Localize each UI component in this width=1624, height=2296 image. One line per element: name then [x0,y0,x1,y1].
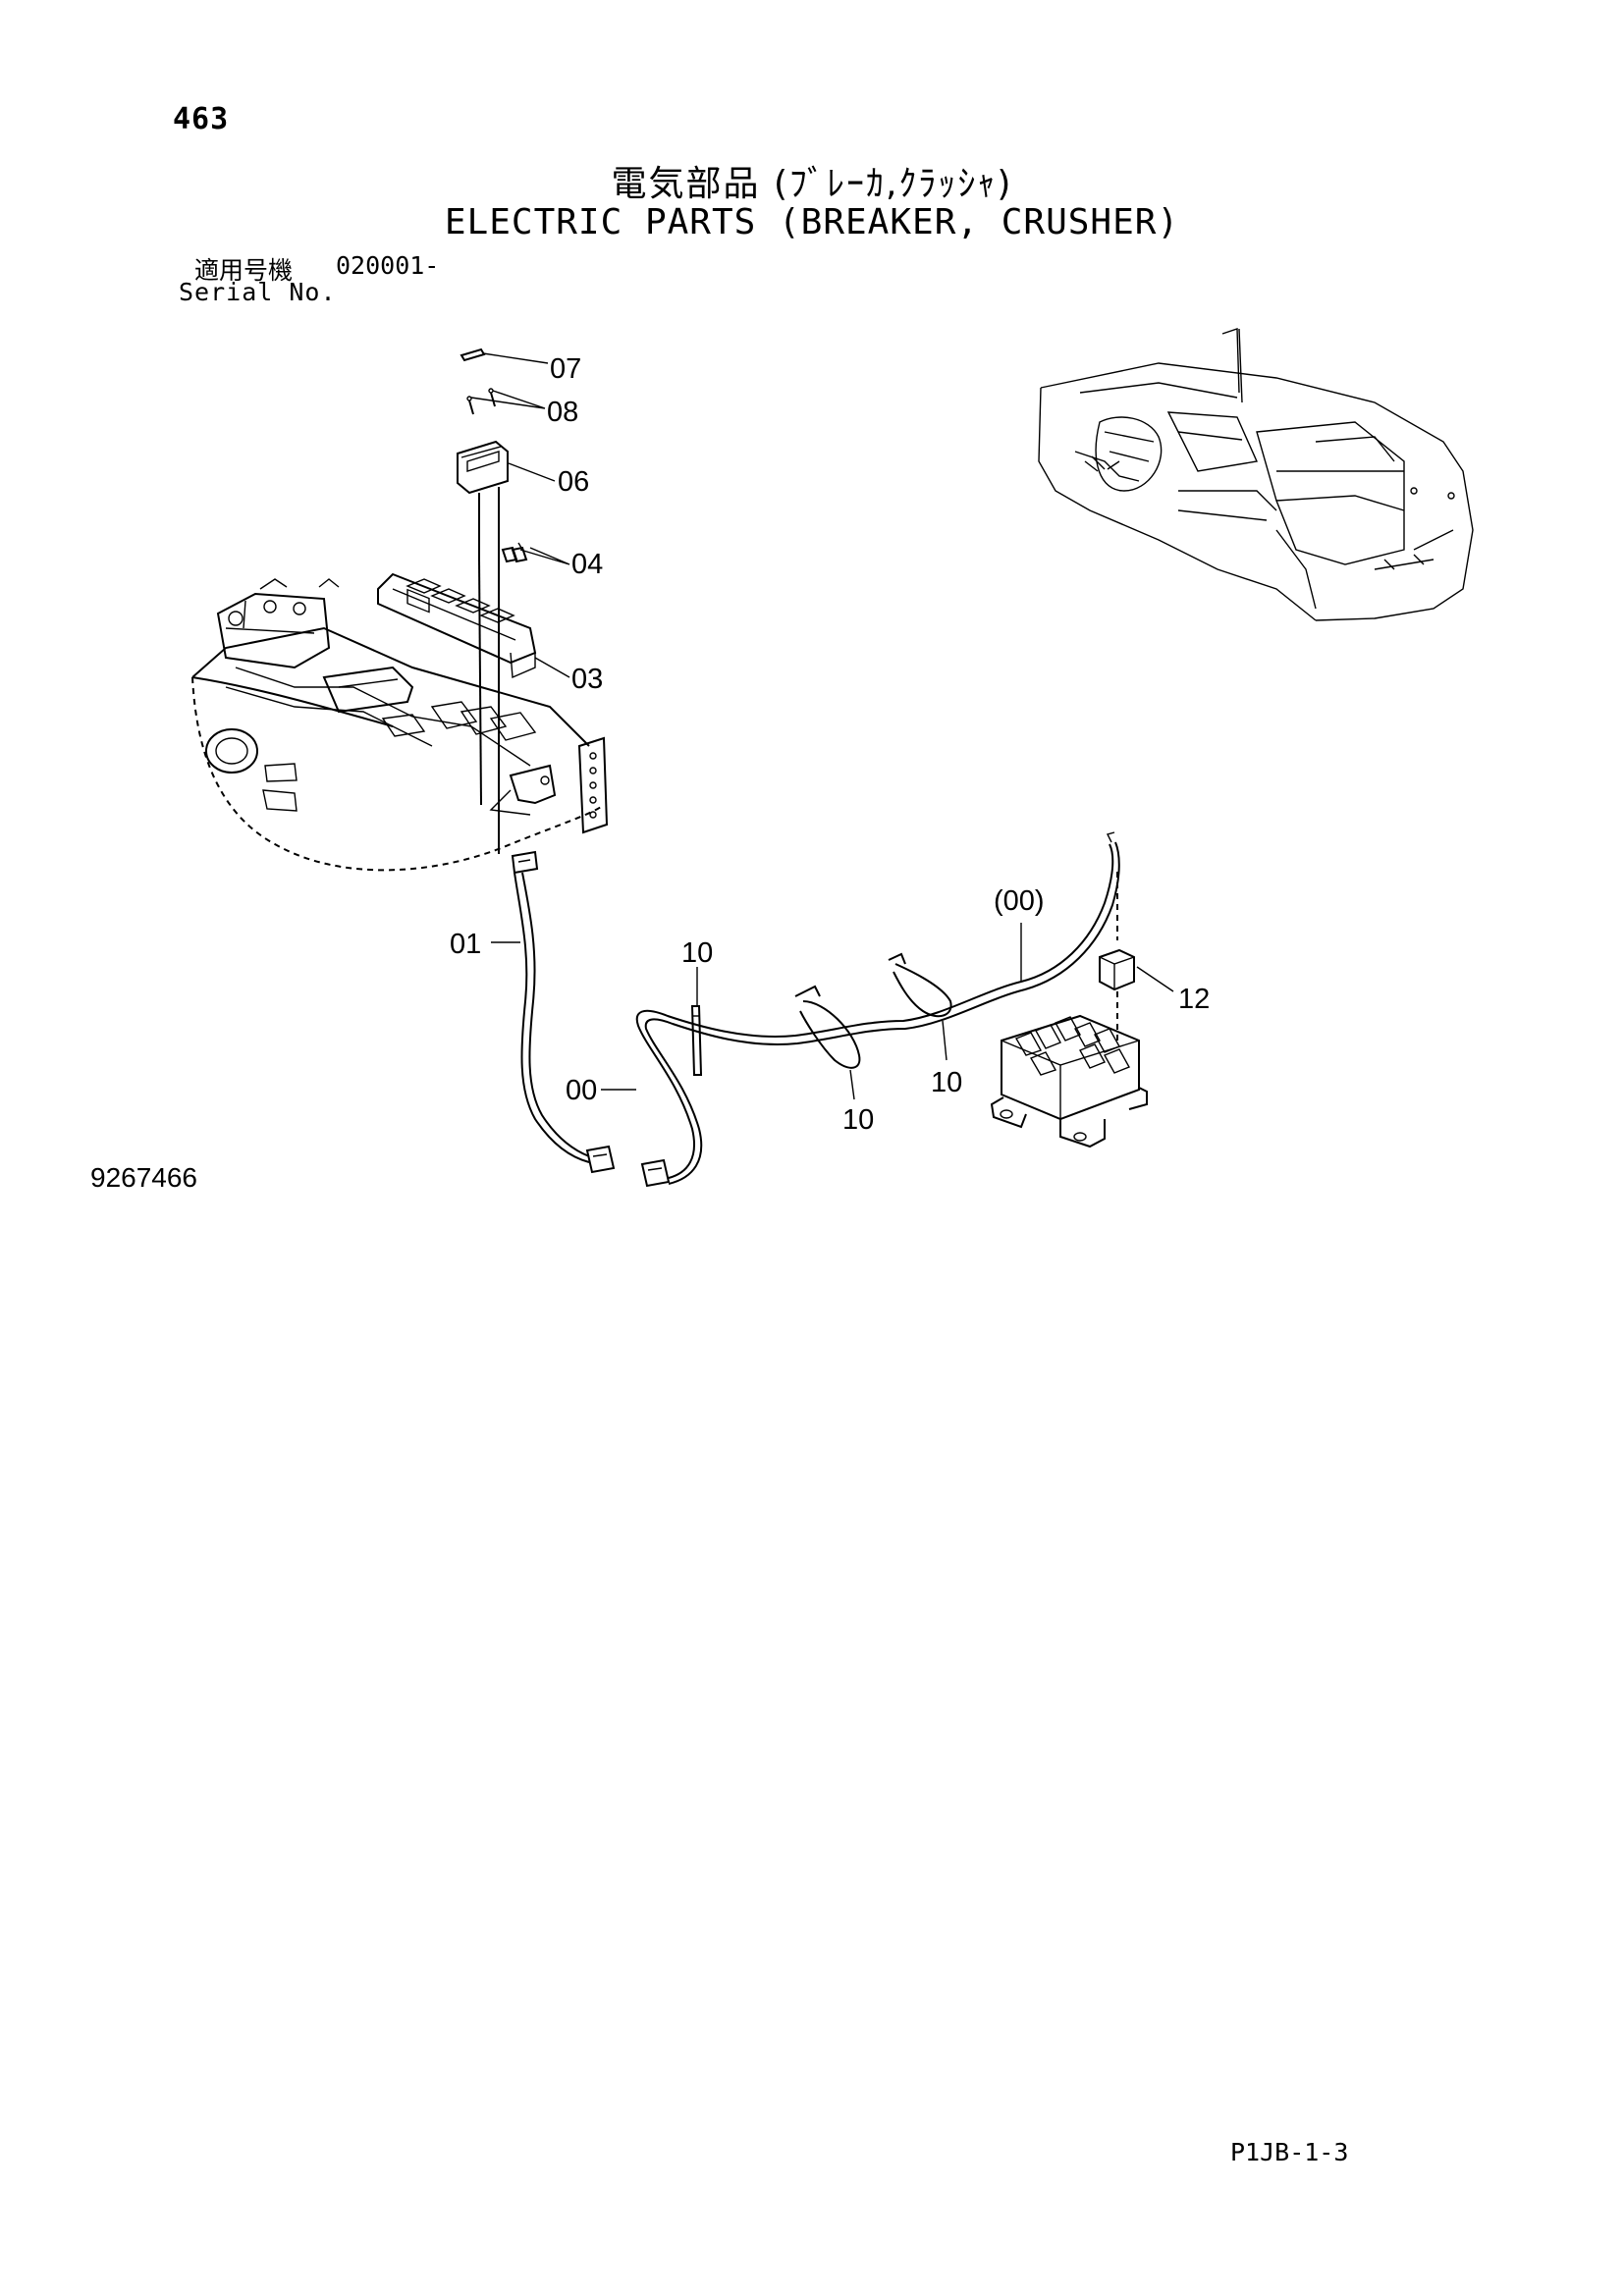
relay-12-drawing [1099,948,1135,991]
callout-06: 06 [558,466,589,498]
footer-page-code: P1JB-1-3 [1230,2138,1349,2166]
operator-console-drawing [191,578,609,872]
relay-base-drawing [990,1014,1148,1148]
callout-00: 00 [566,1075,597,1106]
callout-10-right: 10 [931,1067,962,1098]
callout-12: 12 [1178,984,1210,1015]
screws-04-drawing [501,542,528,563]
page-title-english: ELECTRIC PARTS (BREAKER, CRUSHER) [444,202,1180,242]
callout-10-bottom: 10 [842,1104,874,1136]
page-title-japanese: 電気部品 (ﾌﾞﾚｰｶ,ｸﾗｯｼｬ) [611,164,1013,204]
callout-10-left: 10 [681,937,713,969]
callout-04: 04 [571,549,603,580]
callout-01: 01 [450,929,481,960]
serial-label-japanese: 適用号機 [194,256,294,285]
figure-number: 9267466 [90,1162,198,1193]
serial-label-english: Serial No. [179,278,337,306]
callout-03: 03 [571,664,603,695]
leader-lines [470,352,1174,1100]
switch-plate-03-drawing [377,572,537,679]
machine-location-view [1038,328,1474,621]
page-number: 463 [173,102,230,136]
wire-harness-drawing [511,831,1120,1188]
serial-value: 020001- [336,251,440,280]
callout-07: 07 [550,353,581,385]
pins-08-drawing [466,388,496,415]
label-07-drawing [460,347,486,362]
callout-00-parenthesized: (00) [994,885,1045,917]
switch-06-drawing [457,440,509,854]
callout-labels: 07 08 06 04 03 01 00 (00) 10 10 10 12 [450,353,1210,1136]
callout-08: 08 [547,397,578,428]
